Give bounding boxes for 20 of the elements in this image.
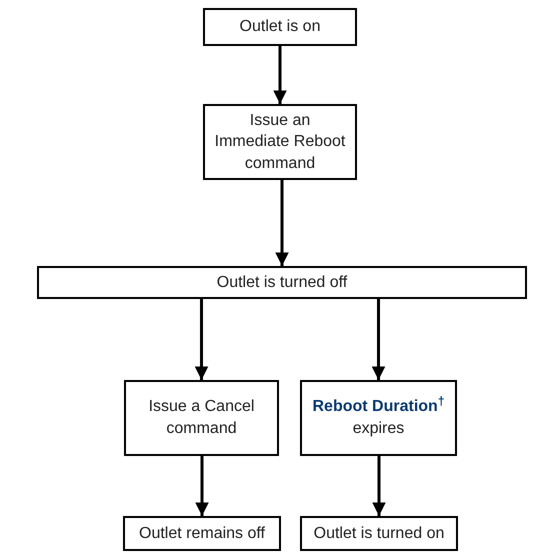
process-box [124,380,279,456]
arrow [194,299,208,380]
box-text: Outlet is on [240,17,320,38]
process-box [300,516,458,551]
arrow [372,299,386,380]
process-box [203,8,357,46]
box-text: Issue a Cancel command [148,397,256,439]
arrow [275,180,289,266]
box-text: Outlet is turned off [216,272,348,293]
arrow [195,456,209,516]
process-box [203,104,357,180]
arrow [273,46,287,104]
process-box [37,266,527,299]
box-text: Issue an Immediate Reboot command [214,110,346,174]
process-box [300,380,457,456]
arrow [372,456,386,516]
box-text: Reboot Duration$^{†}$ expires [311,396,446,439]
box-text: Outlet is turned on [314,524,444,544]
box-text: Outlet remains off [139,524,265,544]
process-box [123,516,281,551]
